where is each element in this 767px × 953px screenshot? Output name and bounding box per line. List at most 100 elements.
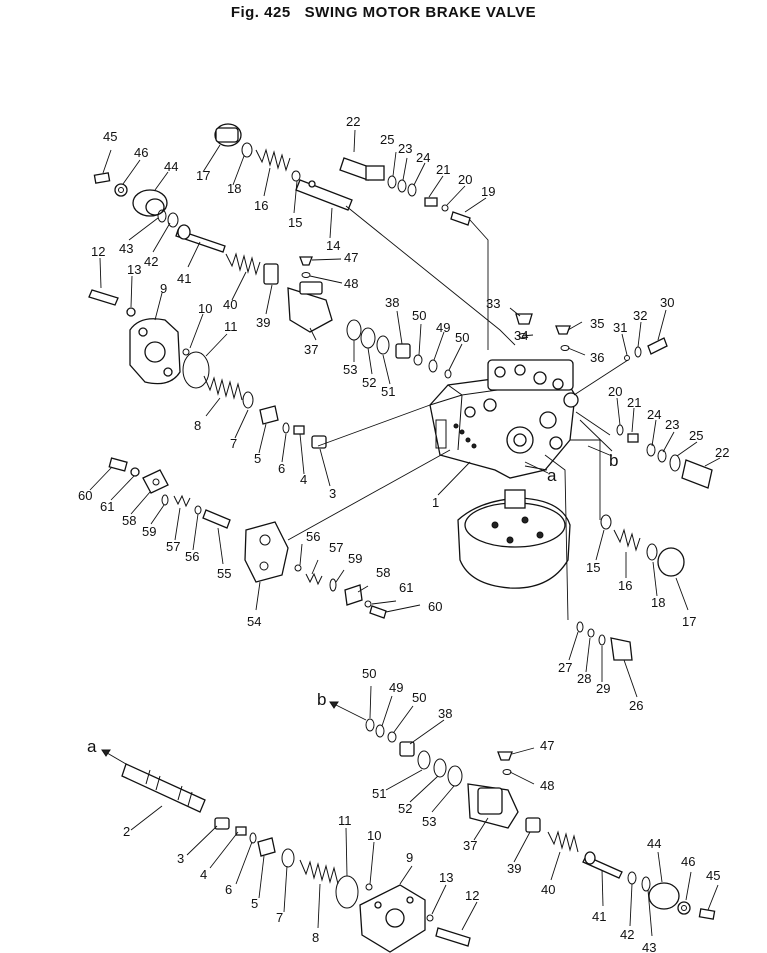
leader-lines bbox=[89, 129, 721, 937]
callout-41: 41 bbox=[177, 271, 191, 286]
callout-42: 42 bbox=[144, 254, 158, 269]
callout-13: 13 bbox=[127, 262, 141, 277]
callout-52: 52 bbox=[362, 375, 376, 390]
callout-15: 15 bbox=[288, 215, 302, 230]
callout-33: 33 bbox=[486, 296, 500, 311]
callout-9: 9 bbox=[160, 281, 167, 296]
callout-57: 57 bbox=[166, 539, 180, 554]
ref-letter-a-2: a bbox=[87, 737, 97, 756]
callout-11-2: 11 bbox=[338, 813, 352, 828]
figure-caption: SWING MOTOR BRAKE VALVE bbox=[304, 4, 537, 21]
callout-40: 40 bbox=[223, 297, 237, 312]
callout-30: 30 bbox=[660, 295, 674, 310]
callout-39-2: 39 bbox=[507, 861, 521, 876]
callout-47-2: 47 bbox=[540, 738, 554, 753]
callout-45-2: 45 bbox=[706, 868, 720, 883]
callout-22: 22 bbox=[346, 114, 360, 129]
callout-57-2: 57 bbox=[329, 540, 343, 555]
callout-7: 7 bbox=[230, 436, 237, 451]
callout-61: 61 bbox=[100, 499, 114, 514]
callout-26: 26 bbox=[629, 698, 643, 713]
callout-24-2: 24 bbox=[647, 407, 661, 422]
callout-46: 46 bbox=[134, 145, 148, 160]
callout-23: 23 bbox=[398, 141, 412, 156]
callout-47: 47 bbox=[344, 250, 358, 265]
callout-50-3: 50 bbox=[362, 666, 376, 681]
callout-34: 34 bbox=[514, 328, 528, 343]
callout-48-2: 48 bbox=[540, 778, 554, 793]
callout-39: 39 bbox=[256, 315, 270, 330]
callout-48: 48 bbox=[344, 276, 358, 291]
callout-43-2: 43 bbox=[642, 940, 656, 953]
callout-28: 28 bbox=[577, 671, 591, 686]
callout-55: 55 bbox=[217, 566, 231, 581]
callout-60: 60 bbox=[78, 488, 92, 503]
callout-21: 21 bbox=[436, 162, 450, 177]
callout-4: 4 bbox=[300, 472, 307, 487]
callout-16-2: 16 bbox=[618, 578, 632, 593]
callout-61-2: 61 bbox=[399, 580, 413, 595]
callout-27: 27 bbox=[558, 660, 572, 675]
middle-left-parts bbox=[108, 457, 387, 619]
callout-5-2: 5 bbox=[251, 896, 258, 911]
callout-numbers: 1233445566778899101011111212131314151516… bbox=[78, 114, 729, 953]
callout-9-2: 9 bbox=[406, 850, 413, 865]
callout-8: 8 bbox=[194, 418, 201, 433]
callout-50-2: 50 bbox=[455, 330, 469, 345]
callout-59-2: 59 bbox=[348, 551, 362, 566]
callout-6: 6 bbox=[278, 461, 285, 476]
callout-49-2: 49 bbox=[389, 680, 403, 695]
figure-title: Fig. 425 SWING MOTOR BRAKE VALVE bbox=[0, 4, 767, 21]
callout-37-2: 37 bbox=[463, 838, 477, 853]
upper-left-parts bbox=[88, 123, 471, 449]
callout-31: 31 bbox=[613, 320, 627, 335]
callout-17-2: 17 bbox=[682, 614, 696, 629]
callout-29: 29 bbox=[596, 681, 610, 696]
callout-1: 1 bbox=[432, 495, 439, 510]
callout-38-2: 38 bbox=[438, 706, 452, 721]
callout-51: 51 bbox=[381, 384, 395, 399]
callout-10-2: 10 bbox=[367, 828, 381, 843]
motor-housing bbox=[457, 489, 571, 589]
callout-49: 49 bbox=[436, 320, 450, 335]
callout-18: 18 bbox=[227, 181, 241, 196]
callout-35: 35 bbox=[590, 316, 604, 331]
callout-20-2: 20 bbox=[608, 384, 622, 399]
callout-56: 56 bbox=[185, 549, 199, 564]
callout-17: 17 bbox=[196, 168, 210, 183]
callout-20: 20 bbox=[458, 172, 472, 187]
callout-45: 45 bbox=[103, 129, 117, 144]
callout-36: 36 bbox=[590, 350, 604, 365]
callout-53-2: 53 bbox=[422, 814, 436, 829]
callout-3-2: 3 bbox=[177, 851, 184, 866]
callout-54: 54 bbox=[247, 614, 261, 629]
callout-13-2: 13 bbox=[439, 870, 453, 885]
callout-46-2: 46 bbox=[681, 854, 695, 869]
callout-4-2: 4 bbox=[200, 867, 207, 882]
callout-58: 58 bbox=[122, 513, 136, 528]
callout-42-2: 42 bbox=[620, 927, 634, 942]
callout-19: 19 bbox=[481, 184, 495, 199]
callout-6-2: 6 bbox=[225, 882, 232, 897]
callout-14: 14 bbox=[326, 238, 340, 253]
callout-59: 59 bbox=[142, 524, 156, 539]
lower-parts bbox=[121, 718, 716, 953]
callout-23-2: 23 bbox=[665, 417, 679, 432]
callout-21-2: 21 bbox=[627, 395, 641, 410]
callout-50-4: 50 bbox=[412, 690, 426, 705]
callout-25: 25 bbox=[380, 132, 394, 147]
callout-12-2: 12 bbox=[465, 888, 479, 903]
ref-letter-a: a bbox=[547, 466, 557, 485]
valve-body bbox=[429, 359, 579, 479]
callout-37: 37 bbox=[304, 342, 318, 357]
callout-16: 16 bbox=[254, 198, 268, 213]
callout-52-2: 52 bbox=[398, 801, 412, 816]
callout-12: 12 bbox=[91, 244, 105, 259]
callout-50: 50 bbox=[412, 308, 426, 323]
callout-53: 53 bbox=[343, 362, 357, 377]
callout-2: 2 bbox=[123, 824, 130, 839]
callout-44: 44 bbox=[164, 159, 178, 174]
figure-number: Fig. 425 bbox=[230, 4, 291, 21]
